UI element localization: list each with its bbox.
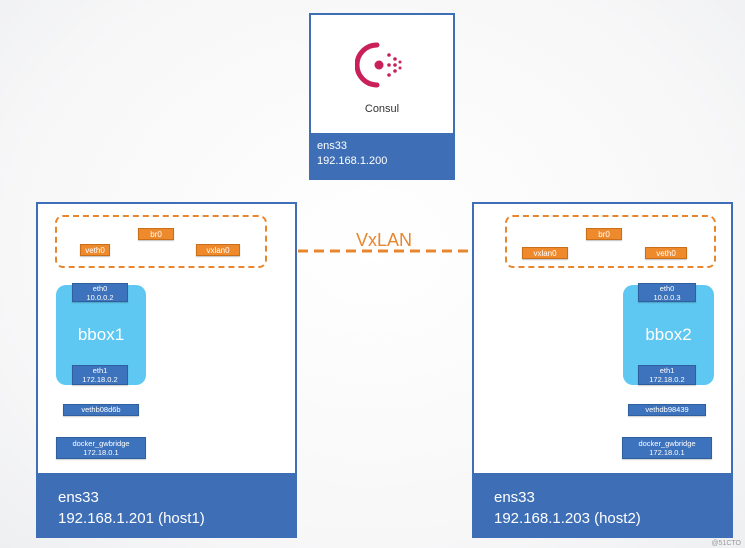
consul-logo-icon [355,42,402,88]
bbox1-name: bbox1 [77,325,125,344]
host2-iface: ens33 [494,489,535,506]
host1-vxlan0: vxlan0 [196,244,240,256]
consul-iface: ens33 [317,140,347,152]
host2-gw-ip: 172.18.0.1 [649,448,685,457]
host2-veth0: veth0 [645,247,687,259]
host1-overlay-region [55,215,267,268]
host2-eth1: eth1 172.18.0.2 [638,365,696,385]
host1-veth0: veth0 [80,244,110,256]
host2-ip: 192.168.1.203 (host2) [494,510,641,527]
host2-docker-gwbridge: docker_gwbridge 172.18.0.1 [622,437,712,459]
host1-ip: 192.168.1.201 (host1) [58,510,205,527]
host1-eth1-ip: 172.18.0.2 [82,375,118,384]
host2-eth0-ip: 10.0.0.3 [653,293,681,302]
host1-eth1-name: eth1 [92,366,108,375]
host2-eth0: eth0 10.0.0.3 [638,283,696,302]
host1-eth0: eth0 10.0.0.2 [72,283,128,302]
consul-server-box: Consul ens33 192.168.1.200 [309,13,455,180]
host1-eth0-name: eth0 [92,284,108,293]
host1-docker-gwbridge: docker_gwbridge 172.18.0.1 [56,437,146,459]
host1-gw-ip: 172.18.0.1 [83,448,119,457]
consul-ip: 192.168.1.200 [317,155,388,167]
host2-veth-pair: vethdb98439 [628,404,706,416]
host2-eth1-ip: 172.18.0.2 [649,375,685,384]
host1-br0: br0 [138,228,174,240]
host1-iface: ens33 [58,489,99,506]
consul-logo-text: Consul [364,103,400,115]
host2-eth1-name: eth1 [659,366,675,375]
host2-vxlan0: vxlan0 [522,247,568,259]
host2-br0: br0 [586,228,622,240]
host1-gw-name: docker_gwbridge [72,439,130,448]
vxlan-label: VxLAN [356,230,413,250]
host1-info-bar: ens33 192.168.1.201 (host1) [38,473,295,536]
host2-gw-name: docker_gwbridge [638,439,696,448]
host1-veth-pair: vethb08d6b [63,404,139,416]
host1-eth1: eth1 172.18.0.2 [72,365,128,385]
host2-eth0-name: eth0 [659,284,675,293]
host2-overlay-region [505,215,716,268]
consul-info-bar: ens33 192.168.1.200 [311,133,453,178]
host1-eth0-ip: 10.0.0.2 [86,293,114,302]
watermark: @51CTO [711,540,741,547]
host2-info-bar: ens33 192.168.1.203 (host2) [474,473,731,536]
bbox2-name: bbox2 [645,325,692,344]
